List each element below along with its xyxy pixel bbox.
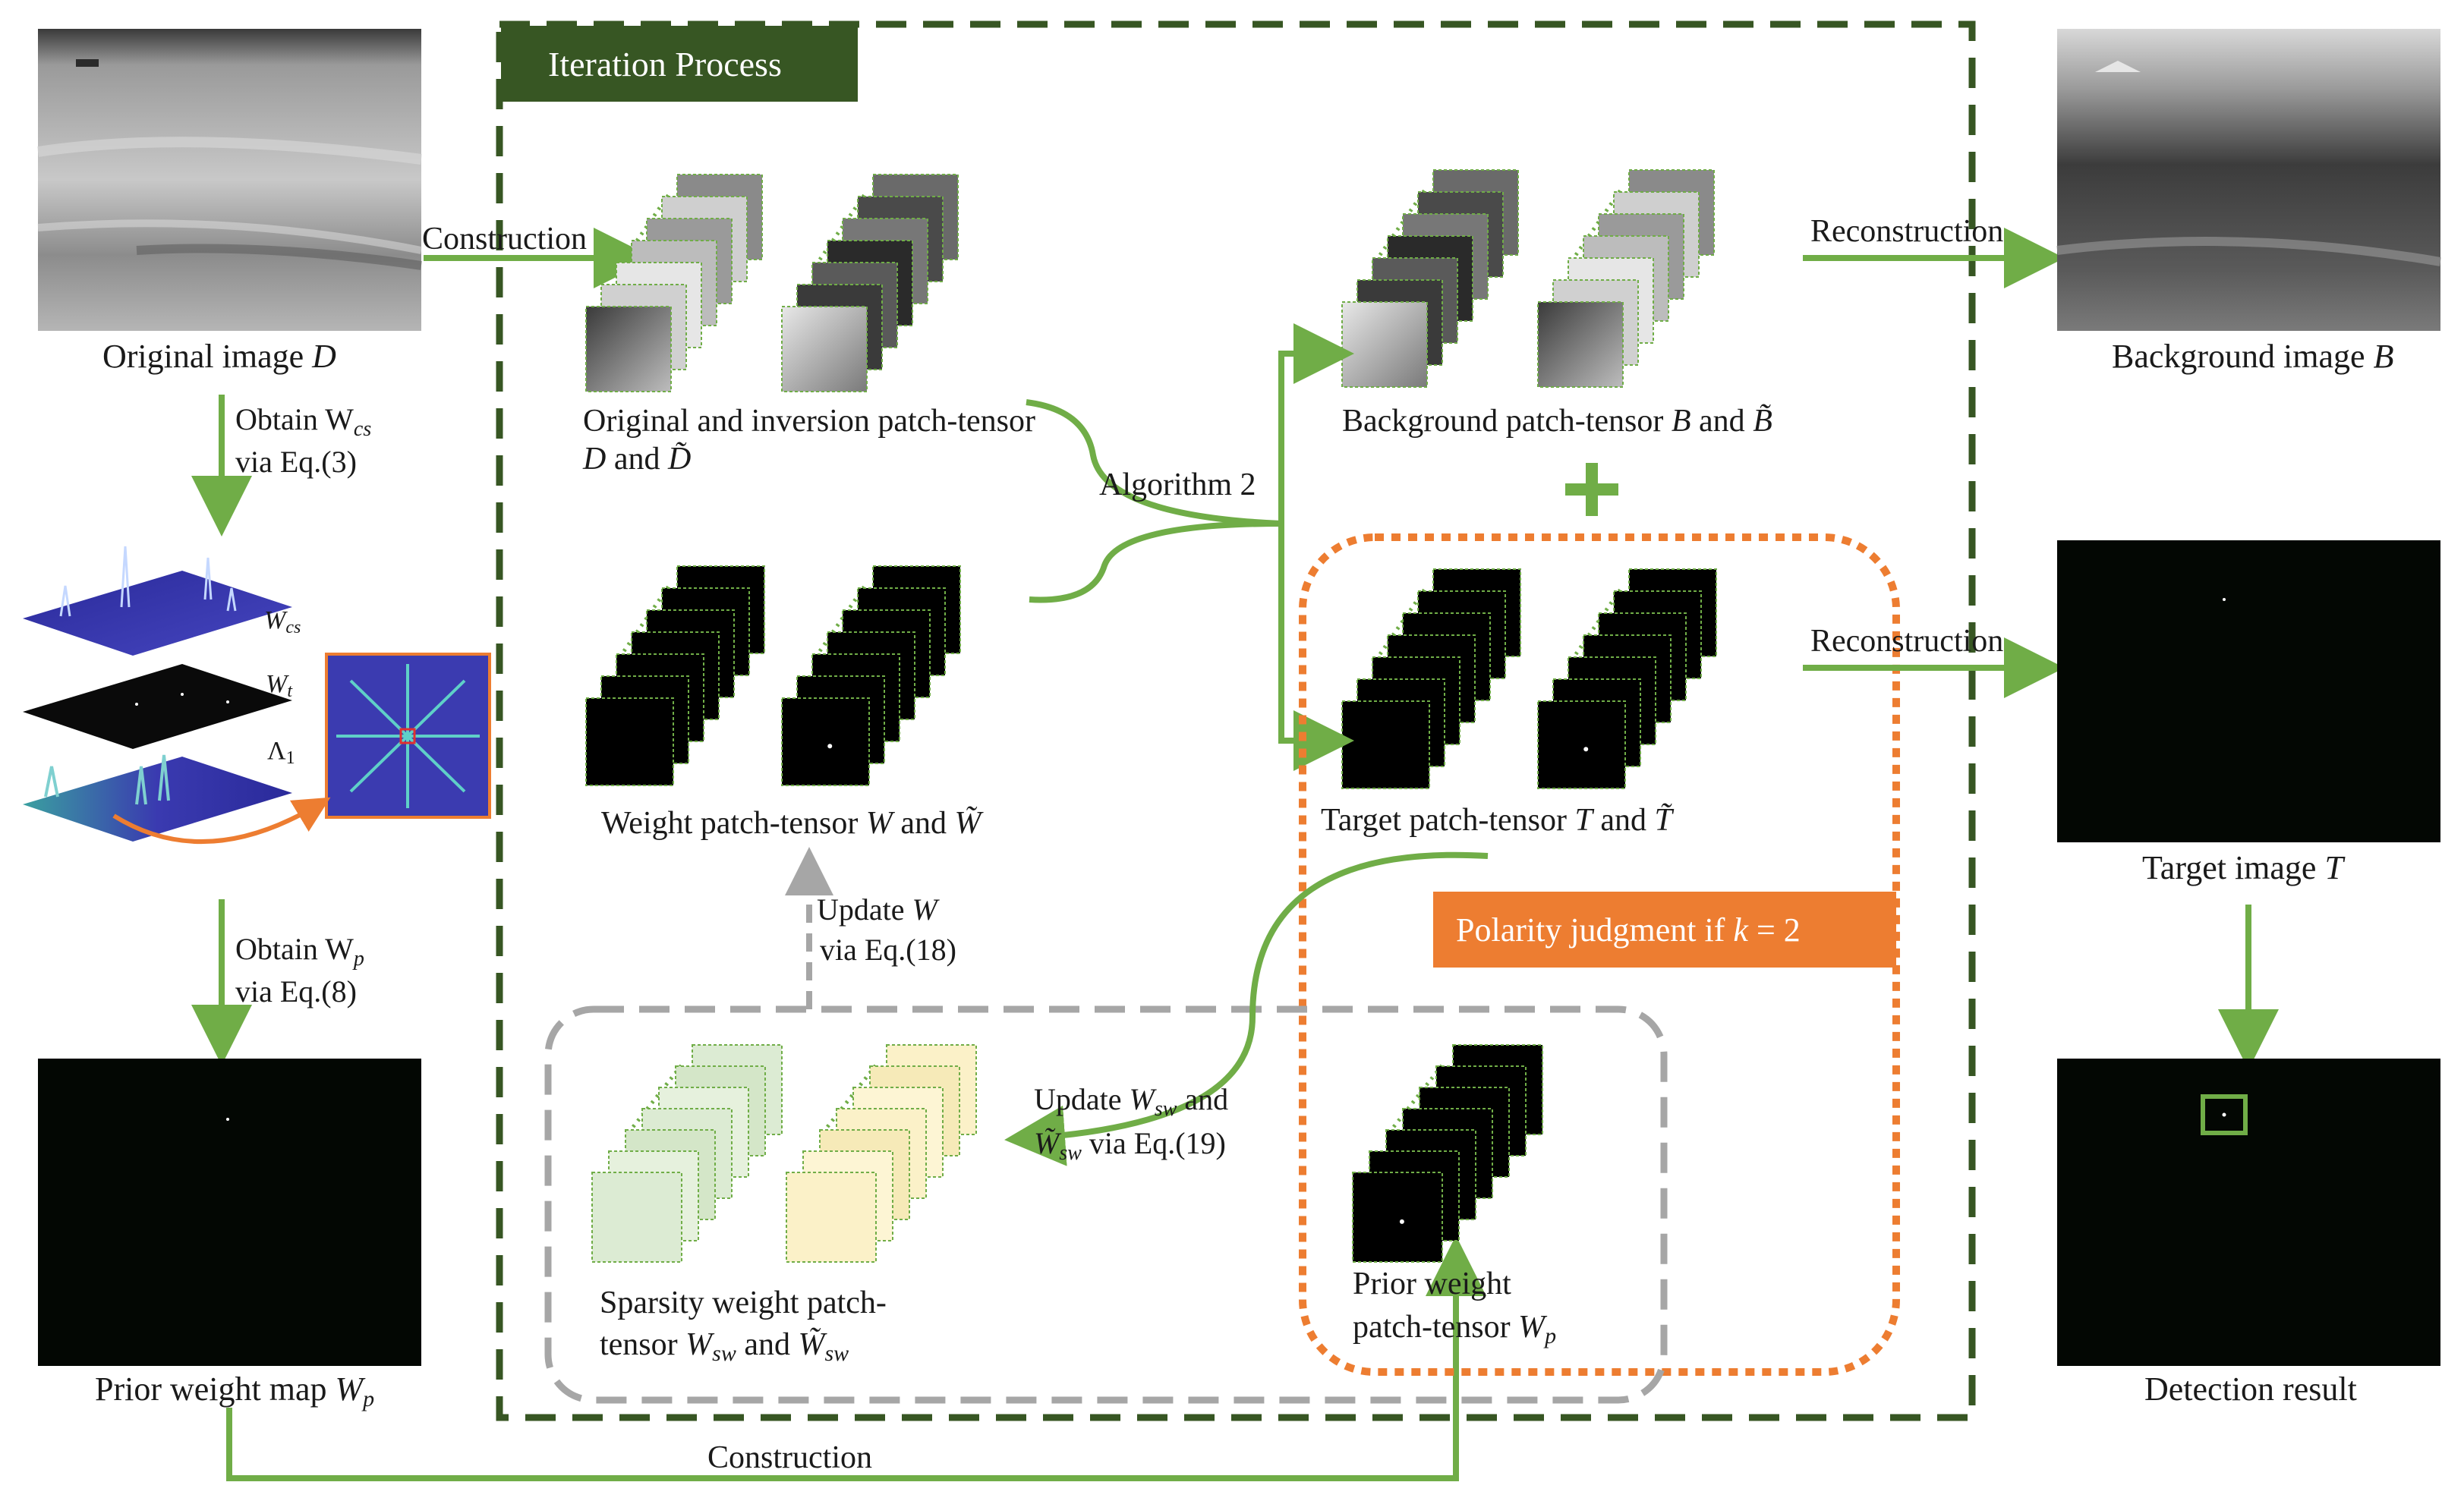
target-image — [2057, 540, 2440, 842]
weight-patch-stack — [585, 565, 765, 786]
iteration-frame — [496, 20, 1976, 1421]
sparsity-patch-stack — [591, 1044, 783, 1263]
reconstruction-top-label: Reconstruction — [1810, 214, 2003, 249]
sparsity-tensor-label-2: tensor Wsw and W̃sw — [600, 1327, 849, 1366]
sparsity-tensor-label: Sparsity weight patch- — [600, 1285, 887, 1320]
surface-wt-label: Wt — [266, 670, 293, 701]
detection-box — [2201, 1094, 2248, 1135]
target-inv-patch-stack — [1537, 568, 1717, 789]
connector-weight-to-algorithm — [1029, 521, 1282, 603]
detection-caption: Detection result — [2144, 1370, 2357, 1408]
sparsity-inv-patch-stack — [786, 1044, 977, 1263]
arrow-to-target-tensor — [1278, 524, 1354, 771]
iteration-title-box — [501, 26, 858, 102]
weight-inv-patch-stack — [781, 565, 961, 786]
background-inv-patch-stack — [1537, 169, 1715, 388]
obtain-wp-label: Obtain Wp — [235, 932, 364, 971]
background-image-caption: Background image B — [2112, 338, 2393, 375]
weight-tensor-label: Weight patch-tensor W and W̃ — [601, 806, 985, 841]
prior-tensor-label: Prior weight — [1353, 1267, 1511, 1301]
target-patch-stack — [1341, 568, 1521, 789]
polarity-label-box — [1433, 892, 1896, 968]
original-image — [36, 29, 422, 331]
surface-lambda-label: Λ1 — [267, 737, 295, 768]
detection-image — [2057, 1059, 2440, 1366]
arrow-construction-bottom — [226, 1235, 1486, 1481]
target-tensor-label: Target patch-tensor T and T̃ — [1321, 803, 1675, 838]
update-wsw-label: Update Wsw and — [1034, 1082, 1228, 1121]
iteration-title: Iteration Process — [548, 45, 782, 83]
background-image — [2056, 29, 2442, 331]
original-tensor-label: Original and inversion patch-tensor — [583, 404, 1035, 439]
construction-top-label: Construction — [422, 222, 587, 256]
background-patch-stack — [1341, 169, 1519, 388]
original-image-caption: Original image D — [102, 338, 336, 375]
target-image-caption: Target image T — [2142, 849, 2346, 886]
prior-tensor-label-2: patch-tensor Wp — [1353, 1310, 1556, 1348]
prior-patch-stack — [1352, 1044, 1543, 1263]
update-wsw-eq: W̃sw via Eq.(19) — [1034, 1126, 1226, 1165]
prior-weight-map-caption: Prior weight map Wp — [95, 1370, 374, 1411]
construction-bottom-label: Construction — [707, 1440, 872, 1475]
update-w-label: Update W — [817, 892, 941, 927]
patch-stacks — [585, 169, 1717, 1263]
surface-stack — [23, 546, 491, 845]
reconstruction-mid-label: Reconstruction — [1810, 624, 2003, 659]
obtain-wcs-label: Obtain Wcs — [235, 402, 371, 441]
sparsity-region — [544, 1005, 1668, 1404]
surface-wcs-label: Wcs — [264, 606, 301, 637]
background-tensor-label: Background patch-tensor B and B̃ — [1342, 404, 1772, 439]
prior-weight-map — [38, 1059, 421, 1366]
plus-icon — [1565, 463, 1618, 516]
update-w-eq: via Eq.(18) — [820, 933, 956, 967]
connector-original-to-algorithm — [1026, 399, 1282, 527]
algorithm2-label: Algorithm 2 — [1099, 467, 1256, 502]
via-eq8-label: via Eq.(8) — [235, 974, 357, 1009]
original-patch-stack — [585, 174, 763, 392]
inversion-patch-stack — [781, 174, 959, 392]
arrow-update-wsw — [1004, 851, 1489, 1166]
arrow-to-background-tensor — [1278, 323, 1354, 524]
polarity-label: Polarity judgment if k = 2 — [1456, 911, 1801, 949]
via-eq3-label: via Eq.(3) — [235, 445, 357, 479]
original-tensor-label-2: D and D̃ — [582, 442, 691, 477]
